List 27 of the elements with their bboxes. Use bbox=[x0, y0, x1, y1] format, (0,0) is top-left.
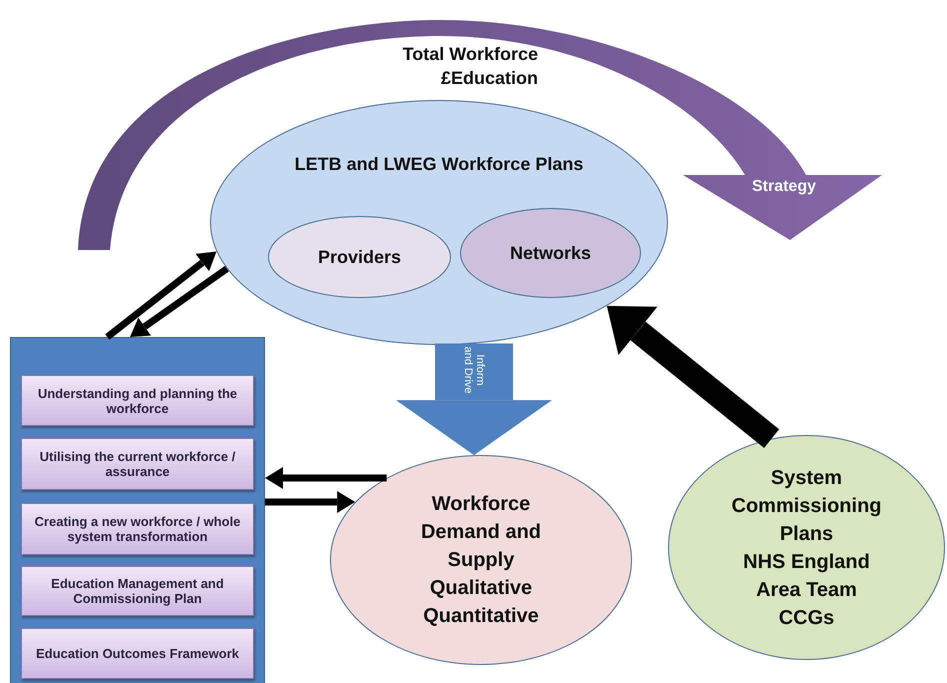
arrow-label: Strategy bbox=[750, 177, 816, 197]
node-text: NHS England Area Team CCGs bbox=[742, 550, 871, 630]
node-text: Creating a new workforce / whole system transformation bbox=[34, 514, 242, 544]
process-box bbox=[21, 438, 254, 490]
node-text: Qualitative Quantitative bbox=[422, 576, 540, 629]
arrow bbox=[130, 266, 229, 337]
node-text: System Commissioning Plans bbox=[730, 466, 883, 546]
arrow bbox=[606, 306, 780, 448]
edge-label: Inform and Drive bbox=[462, 345, 486, 395]
arrow bbox=[265, 491, 356, 513]
node-text: Education Outcomes Framework bbox=[35, 646, 240, 661]
process-box bbox=[21, 628, 254, 679]
arrow bbox=[265, 467, 387, 489]
node-text: Utilising the current workforce / assurance bbox=[38, 449, 236, 479]
node-text: Understanding and planning the workforce bbox=[36, 386, 238, 416]
heading-text: Total Workforce £Education bbox=[402, 43, 538, 90]
process-box bbox=[21, 566, 254, 616]
node-text: Providers bbox=[316, 246, 402, 268]
arrow bbox=[396, 344, 552, 456]
arrow bbox=[105, 251, 216, 340]
process-box bbox=[21, 375, 254, 426]
process-box bbox=[21, 503, 254, 555]
node-text: Workforce Demand and Supply bbox=[420, 492, 542, 573]
panel-box bbox=[10, 337, 265, 683]
node-text: Networks bbox=[508, 242, 592, 264]
node-text: LETB and LWEG Workforce Plans bbox=[294, 153, 584, 175]
node-text: Education Management and Commissioning Plan bbox=[50, 576, 225, 606]
